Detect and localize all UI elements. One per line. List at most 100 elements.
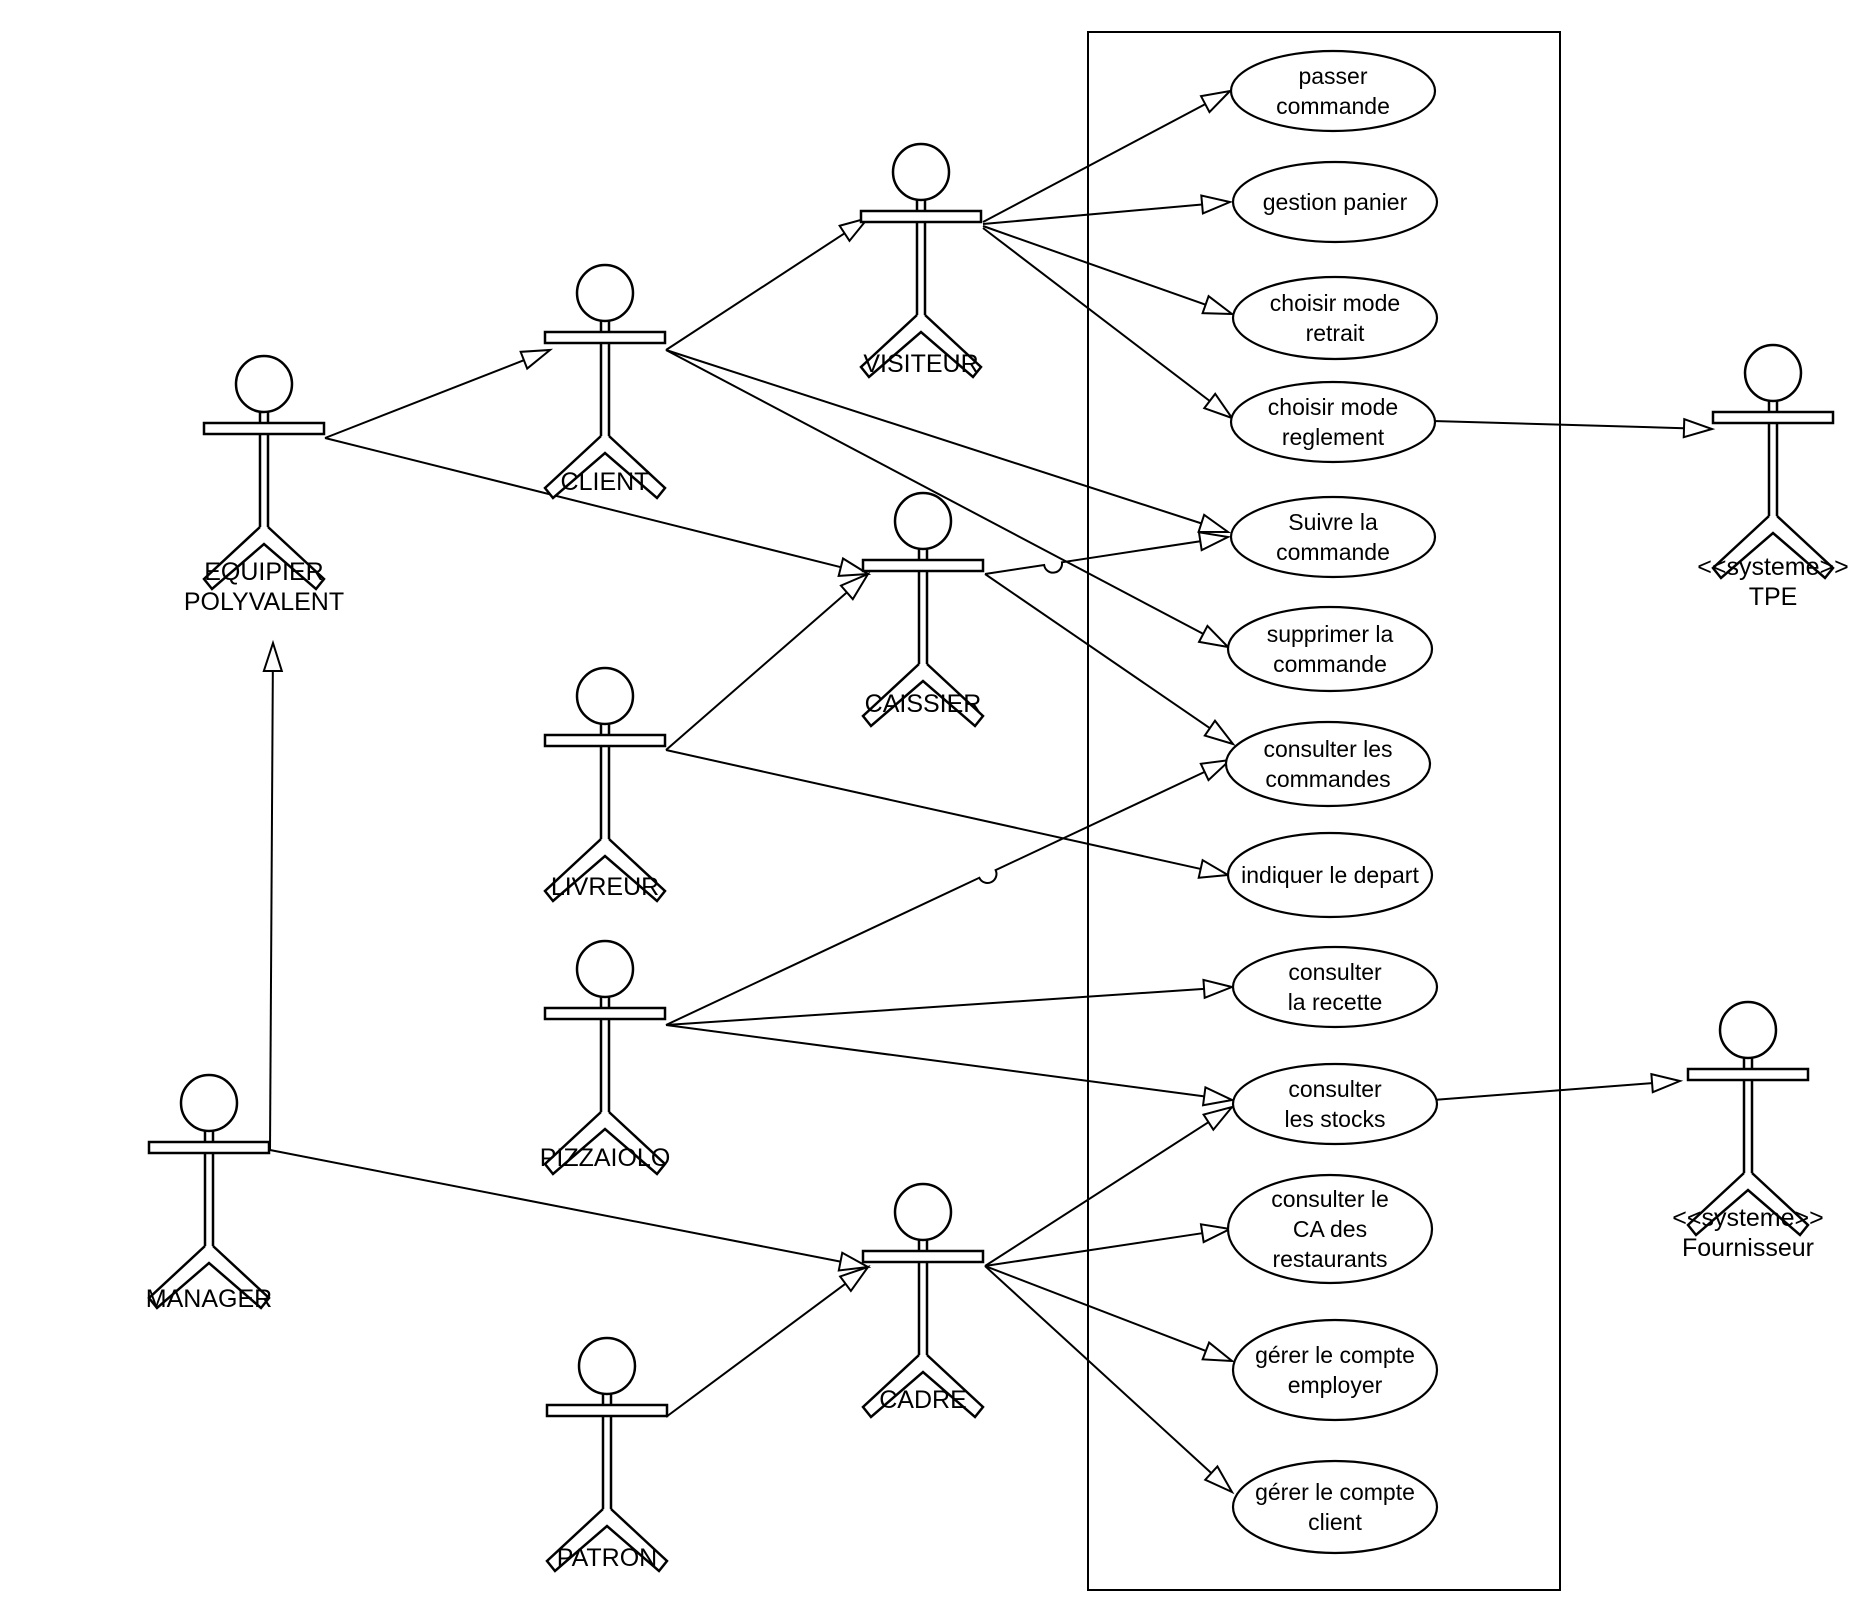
relation-equipier-to-caissier [324,437,872,578]
arrowhead [1202,1105,1235,1132]
relation-visiteur-to-uc4 [982,227,1235,420]
relation-uc10-to-fournisseur [1432,1072,1684,1101]
actor-arms [543,1006,667,1021]
relation-line [665,232,846,351]
actor-head [1718,1000,1778,1060]
relation-pizzaiolo-to-uc9 [665,978,1236,1026]
relation-line [984,1232,1203,1267]
use-case-label: Suivre la [1288,509,1378,535]
use-case-label: choisir mode [1268,394,1398,420]
use-case-label: commandes [1265,766,1390,792]
actor-legs [1711,515,1835,580]
actor-arms [1711,410,1835,425]
relation-line [665,591,848,751]
actor-arms [859,209,983,224]
use-case-label: employer [1288,1372,1383,1398]
arrowhead [838,1265,871,1293]
use-case-label: commande [1273,651,1387,677]
arrowhead [1200,194,1234,215]
actor-pizzaiolo: PIZZAIOLO [540,939,671,1176]
actor-tpe: <<systeme>>TPE [1697,343,1849,611]
arrowhead [1682,417,1716,439]
use-case-label: client [1308,1509,1362,1535]
actor-head [1743,343,1803,403]
actor-head [577,1336,637,1396]
relation-cadre-to-uc12 [984,1265,1236,1363]
relation-patron-to-cadre [665,1265,871,1418]
use-case-label: consulter le [1271,1186,1389,1212]
relation-cadre-to-uc13 [984,1265,1235,1495]
actor-legs [861,663,985,728]
actor-legs [543,435,667,500]
actor-label: PIZZAIOLO [540,1144,671,1172]
relation-line [984,1265,1207,1352]
use-case-ellipse [1231,275,1439,361]
actor-label: <<systeme>> [1697,553,1848,581]
actor-legs [543,1111,667,1176]
relation-line [665,987,1205,1026]
actor-label: LIVREUR [551,873,659,901]
use-case-ellipse [1226,1173,1434,1285]
relation-line [665,349,1204,635]
actor-label: PATRON [557,1544,657,1572]
actor-arms [545,1403,669,1418]
arrowhead [837,1251,872,1272]
relation-line [982,103,1206,223]
actor-arms [202,421,326,436]
relation-line [665,1024,1205,1098]
actor-head [893,1182,953,1242]
actor-head [891,142,951,202]
relation-pizzaiolo-to-uc7 [665,758,1233,1026]
arrowhead [1203,1464,1235,1495]
use-case-ellipse [1231,1062,1439,1146]
actor-arms [1686,1067,1810,1082]
relation-uc4-to-tpe [1432,417,1716,439]
relation-line [665,1282,847,1418]
actor-label: <<systeme>> [1672,1204,1823,1232]
arrowhead [837,556,872,578]
relation-pizzaiolo-to-uc10 [665,1024,1236,1107]
actor-patron: PATRON [545,1336,669,1573]
use-case-uc13: gérer le compte client [1231,1459,1439,1555]
arrowhead [519,348,554,371]
use-case-label: gérer le compte [1255,1479,1415,1505]
actor-head [234,354,294,414]
actor-label: CAISSIER [865,690,982,718]
relation-caissier-to-uc7 [984,573,1236,746]
actor-head [893,491,953,551]
relation-line [1432,420,1685,430]
actor-head [575,263,635,323]
relation-line [982,227,1211,402]
actor-cadre: CADRE [861,1182,985,1419]
actor-fournisseur: <<systeme>>Fournisseur [1672,1000,1824,1262]
relation-livreur-to-uc8 [665,749,1232,879]
actor-legs [859,314,983,379]
relation-livreur-to-caissier [665,571,871,751]
use-case-ellipse [1231,1318,1439,1422]
arrowhead [839,571,871,601]
relation-caissier-to-uc5 [984,531,1232,575]
relation-visiteur-to-uc1 [982,89,1233,223]
use-case-label: consulter [1288,959,1382,985]
actor-arms [861,558,985,573]
arrowhead [1197,531,1232,552]
use-case-ellipse [1226,605,1434,693]
relation-line [665,349,1202,525]
arrowhead [1199,758,1233,782]
actor-label: POLYVALENT [184,588,344,616]
system-boundary [1087,31,1561,1591]
actors-layer: EQUIPIERPOLYVALENTCLIENTVISITEURCAISSIER… [146,142,1849,1573]
actor-arms [861,1249,985,1264]
actor-legs [545,1508,669,1573]
arrowhead [838,216,871,243]
arrowhead [1197,513,1232,534]
arrowhead [1202,978,1236,1000]
